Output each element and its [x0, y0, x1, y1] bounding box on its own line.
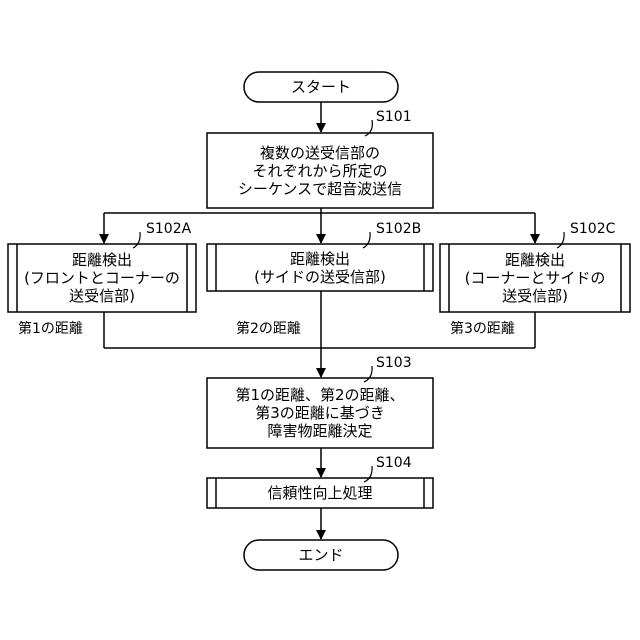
step-id-s104: S104 [376, 454, 412, 472]
step-id-s103: S103 [376, 354, 412, 372]
start-label: スタート [244, 72, 398, 102]
s102b-text: 距離検出 (サイドの送受信部) [216, 244, 424, 291]
step-id-s102c: S102C [570, 220, 615, 238]
s102c-text: 距離検出 (コーナーとサイドの 送受信部) [449, 244, 621, 312]
s104-text: 信頼性向上処理 [216, 478, 424, 508]
s102a-text: 距離検出 (フロントとコーナーの 送受信部) [17, 244, 187, 312]
step-id-s102a: S102A [146, 220, 191, 238]
s101-text: 複数の送受信部の それぞれから所定の シーケンスで超音波送信 [207, 133, 433, 208]
end-label: エンド [244, 540, 398, 570]
s103-text: 第1の距離、第2の距離、 第3の距離に基づき 障害物距離決定 [207, 378, 433, 448]
edge-label-dist1: 第1の距離 [18, 320, 83, 338]
step-id-s101: S101 [376, 108, 412, 126]
step-id-s102b: S102B [376, 220, 421, 238]
edge-label-dist2: 第2の距離 [236, 320, 301, 338]
edge-label-dist3: 第3の距離 [450, 320, 515, 338]
